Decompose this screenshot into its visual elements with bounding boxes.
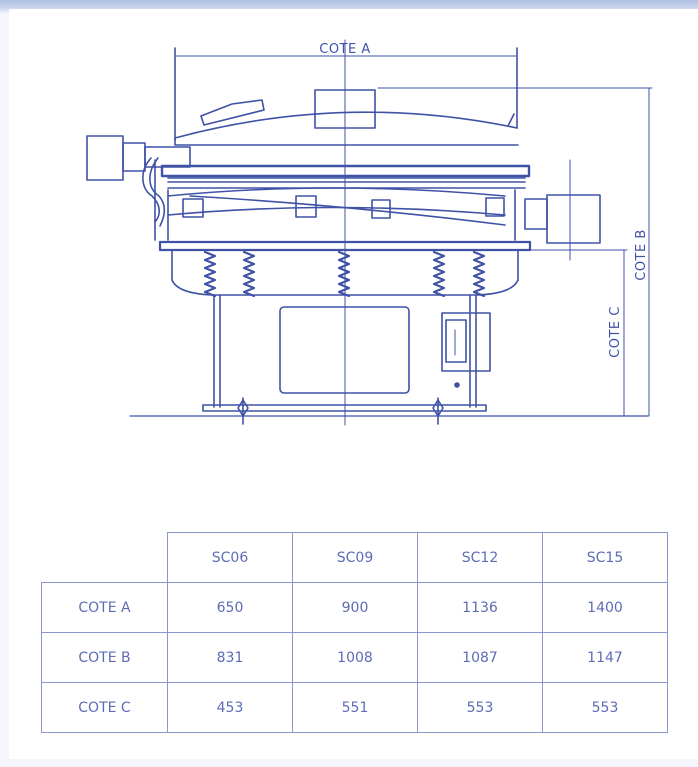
dimensions-table: SC06 SC09 SC12 SC15 COTE A 650 900 1136 … xyxy=(41,532,668,733)
sieve-lid xyxy=(174,89,519,146)
row-label: COTE B xyxy=(41,632,168,683)
cote-b-dimension: COTE B xyxy=(377,87,653,417)
table-header-row: SC06 SC09 SC12 SC15 xyxy=(41,532,668,583)
table-cell: 900 xyxy=(292,582,418,633)
row-label: COTE C xyxy=(41,682,168,733)
table-cell: 1400 xyxy=(542,582,668,633)
table-row: COTE A 650 900 1136 1400 xyxy=(41,582,668,633)
table-cell: 551 xyxy=(292,682,418,733)
cote-c-label: COTE C xyxy=(608,306,623,358)
cote-b-label: COTE B xyxy=(634,229,649,281)
table-cell: 831 xyxy=(167,632,293,683)
table-cell: 1147 xyxy=(542,632,668,683)
column-header: SC06 xyxy=(167,532,293,583)
table-row: COTE B 831 1008 1087 1147 xyxy=(41,632,668,683)
column-header: SC15 xyxy=(542,532,668,583)
table-cell: 1087 xyxy=(417,632,543,683)
cote-c-dimension: COTE C xyxy=(524,249,628,417)
table-cell: 453 xyxy=(167,682,293,733)
table-row: COTE C 453 551 553 553 xyxy=(41,682,668,733)
sieve-deck xyxy=(160,164,531,241)
column-header: SC09 xyxy=(292,532,418,583)
motor-right xyxy=(524,159,601,261)
support-frame xyxy=(202,294,491,425)
table-cell: 553 xyxy=(417,682,543,733)
table-cell: 553 xyxy=(542,682,668,733)
table-corner xyxy=(41,532,168,583)
table-cell: 1136 xyxy=(417,582,543,633)
suspension-springs xyxy=(203,250,486,298)
row-label: COTE A xyxy=(41,582,168,633)
table-cell: 1008 xyxy=(292,632,418,683)
table-cell: 650 xyxy=(167,582,293,633)
column-header: SC12 xyxy=(417,532,543,583)
